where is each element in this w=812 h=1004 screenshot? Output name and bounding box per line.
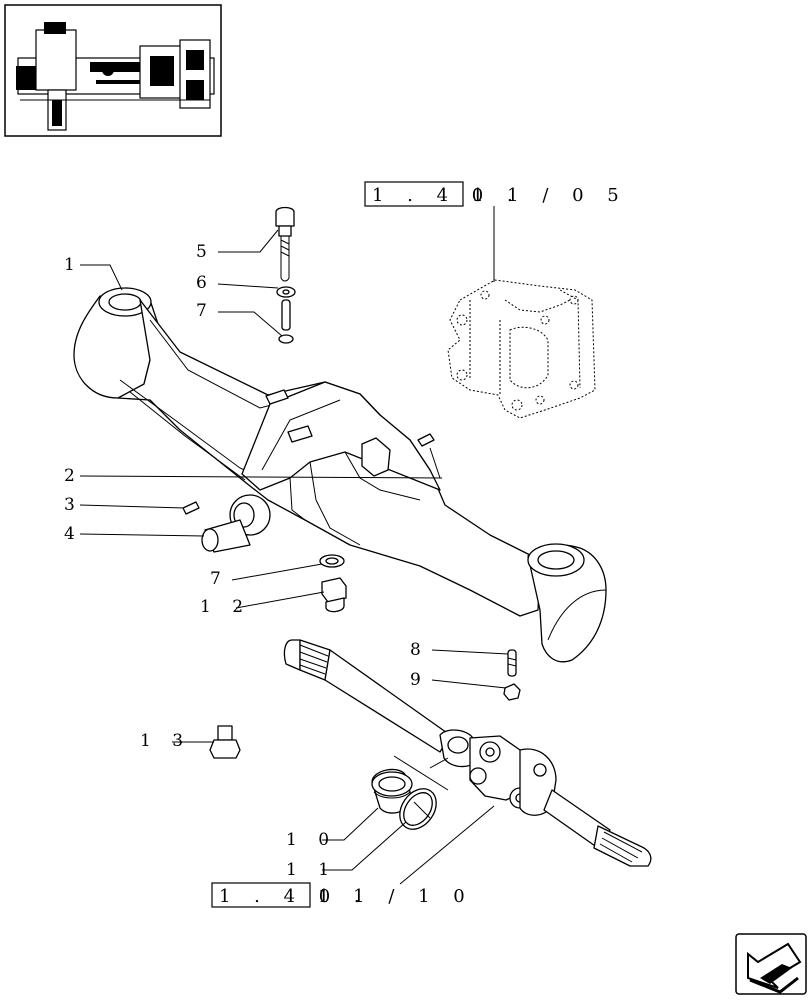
pin-with-washer[interactable] <box>278 299 294 344</box>
dotted-differential-housing <box>447 279 596 419</box>
thumbnail-axle-drawing <box>16 22 215 131</box>
leader-lines <box>79 229 509 885</box>
callout-8[interactable]: 8 <box>410 640 429 660</box>
reference-box-top <box>364 181 464 207</box>
reference-label-top[interactable]: 1 . 4 0 . 1 1 / 0 5 <box>364 181 628 282</box>
copper-washer[interactable] <box>319 554 345 568</box>
callout-1[interactable]: 1 <box>64 255 83 275</box>
callout-4[interactable]: 4 <box>64 524 83 544</box>
locating-pin[interactable] <box>417 433 435 447</box>
next-page-arrow-icon <box>747 942 802 994</box>
callout-11[interactable]: 1 1 <box>286 860 337 880</box>
axle-housing[interactable] <box>73 287 607 663</box>
grease-pin[interactable] <box>507 649 517 677</box>
dowel-pin[interactable] <box>182 501 200 515</box>
sealing-washer[interactable] <box>276 286 296 298</box>
drive-shaft-assembly[interactable] <box>283 639 652 867</box>
callout-3[interactable]: 3 <box>64 495 83 515</box>
callout-6[interactable]: 6 <box>196 273 215 293</box>
reference-top-boxed: 1 . 4 0 . <box>372 185 522 206</box>
callout-13[interactable]: 1 3 <box>140 731 191 751</box>
callout-7-top[interactable]: 7 <box>196 301 215 321</box>
overview-thumbnail[interactable] <box>4 4 222 137</box>
filler-plug[interactable] <box>209 725 241 759</box>
callout-10[interactable]: 1 0 <box>286 830 337 850</box>
hex-nut[interactable] <box>503 683 521 701</box>
callout-7-bottom[interactable]: 7 <box>210 569 229 589</box>
reference-label-bottom[interactable]: 1 . 4 0 . 1 1 / 1 0 <box>211 882 474 908</box>
retaining-ring[interactable] <box>392 782 443 836</box>
drain-plug[interactable] <box>321 577 347 613</box>
callout-9[interactable]: 9 <box>410 670 429 690</box>
reference-bottom-boxed: 1 . 4 0 . <box>219 886 369 907</box>
callout-labels: 1 5 6 7 2 3 4 7 1 2 8 9 1 3 1 0 1 1 <box>64 242 429 880</box>
callout-12[interactable]: 1 2 <box>200 597 251 617</box>
next-page-button[interactable] <box>735 933 807 995</box>
bearing-sleeve[interactable] <box>371 768 413 814</box>
callout-2[interactable]: 2 <box>64 466 83 486</box>
reference-top-rest: 1 1 / 0 5 <box>472 185 628 206</box>
callout-5[interactable]: 5 <box>196 242 215 262</box>
breather-bolt[interactable] <box>275 206 295 282</box>
reference-bottom-rest: 1 1 / 1 0 <box>318 886 474 907</box>
reference-box-bottom <box>211 882 311 908</box>
